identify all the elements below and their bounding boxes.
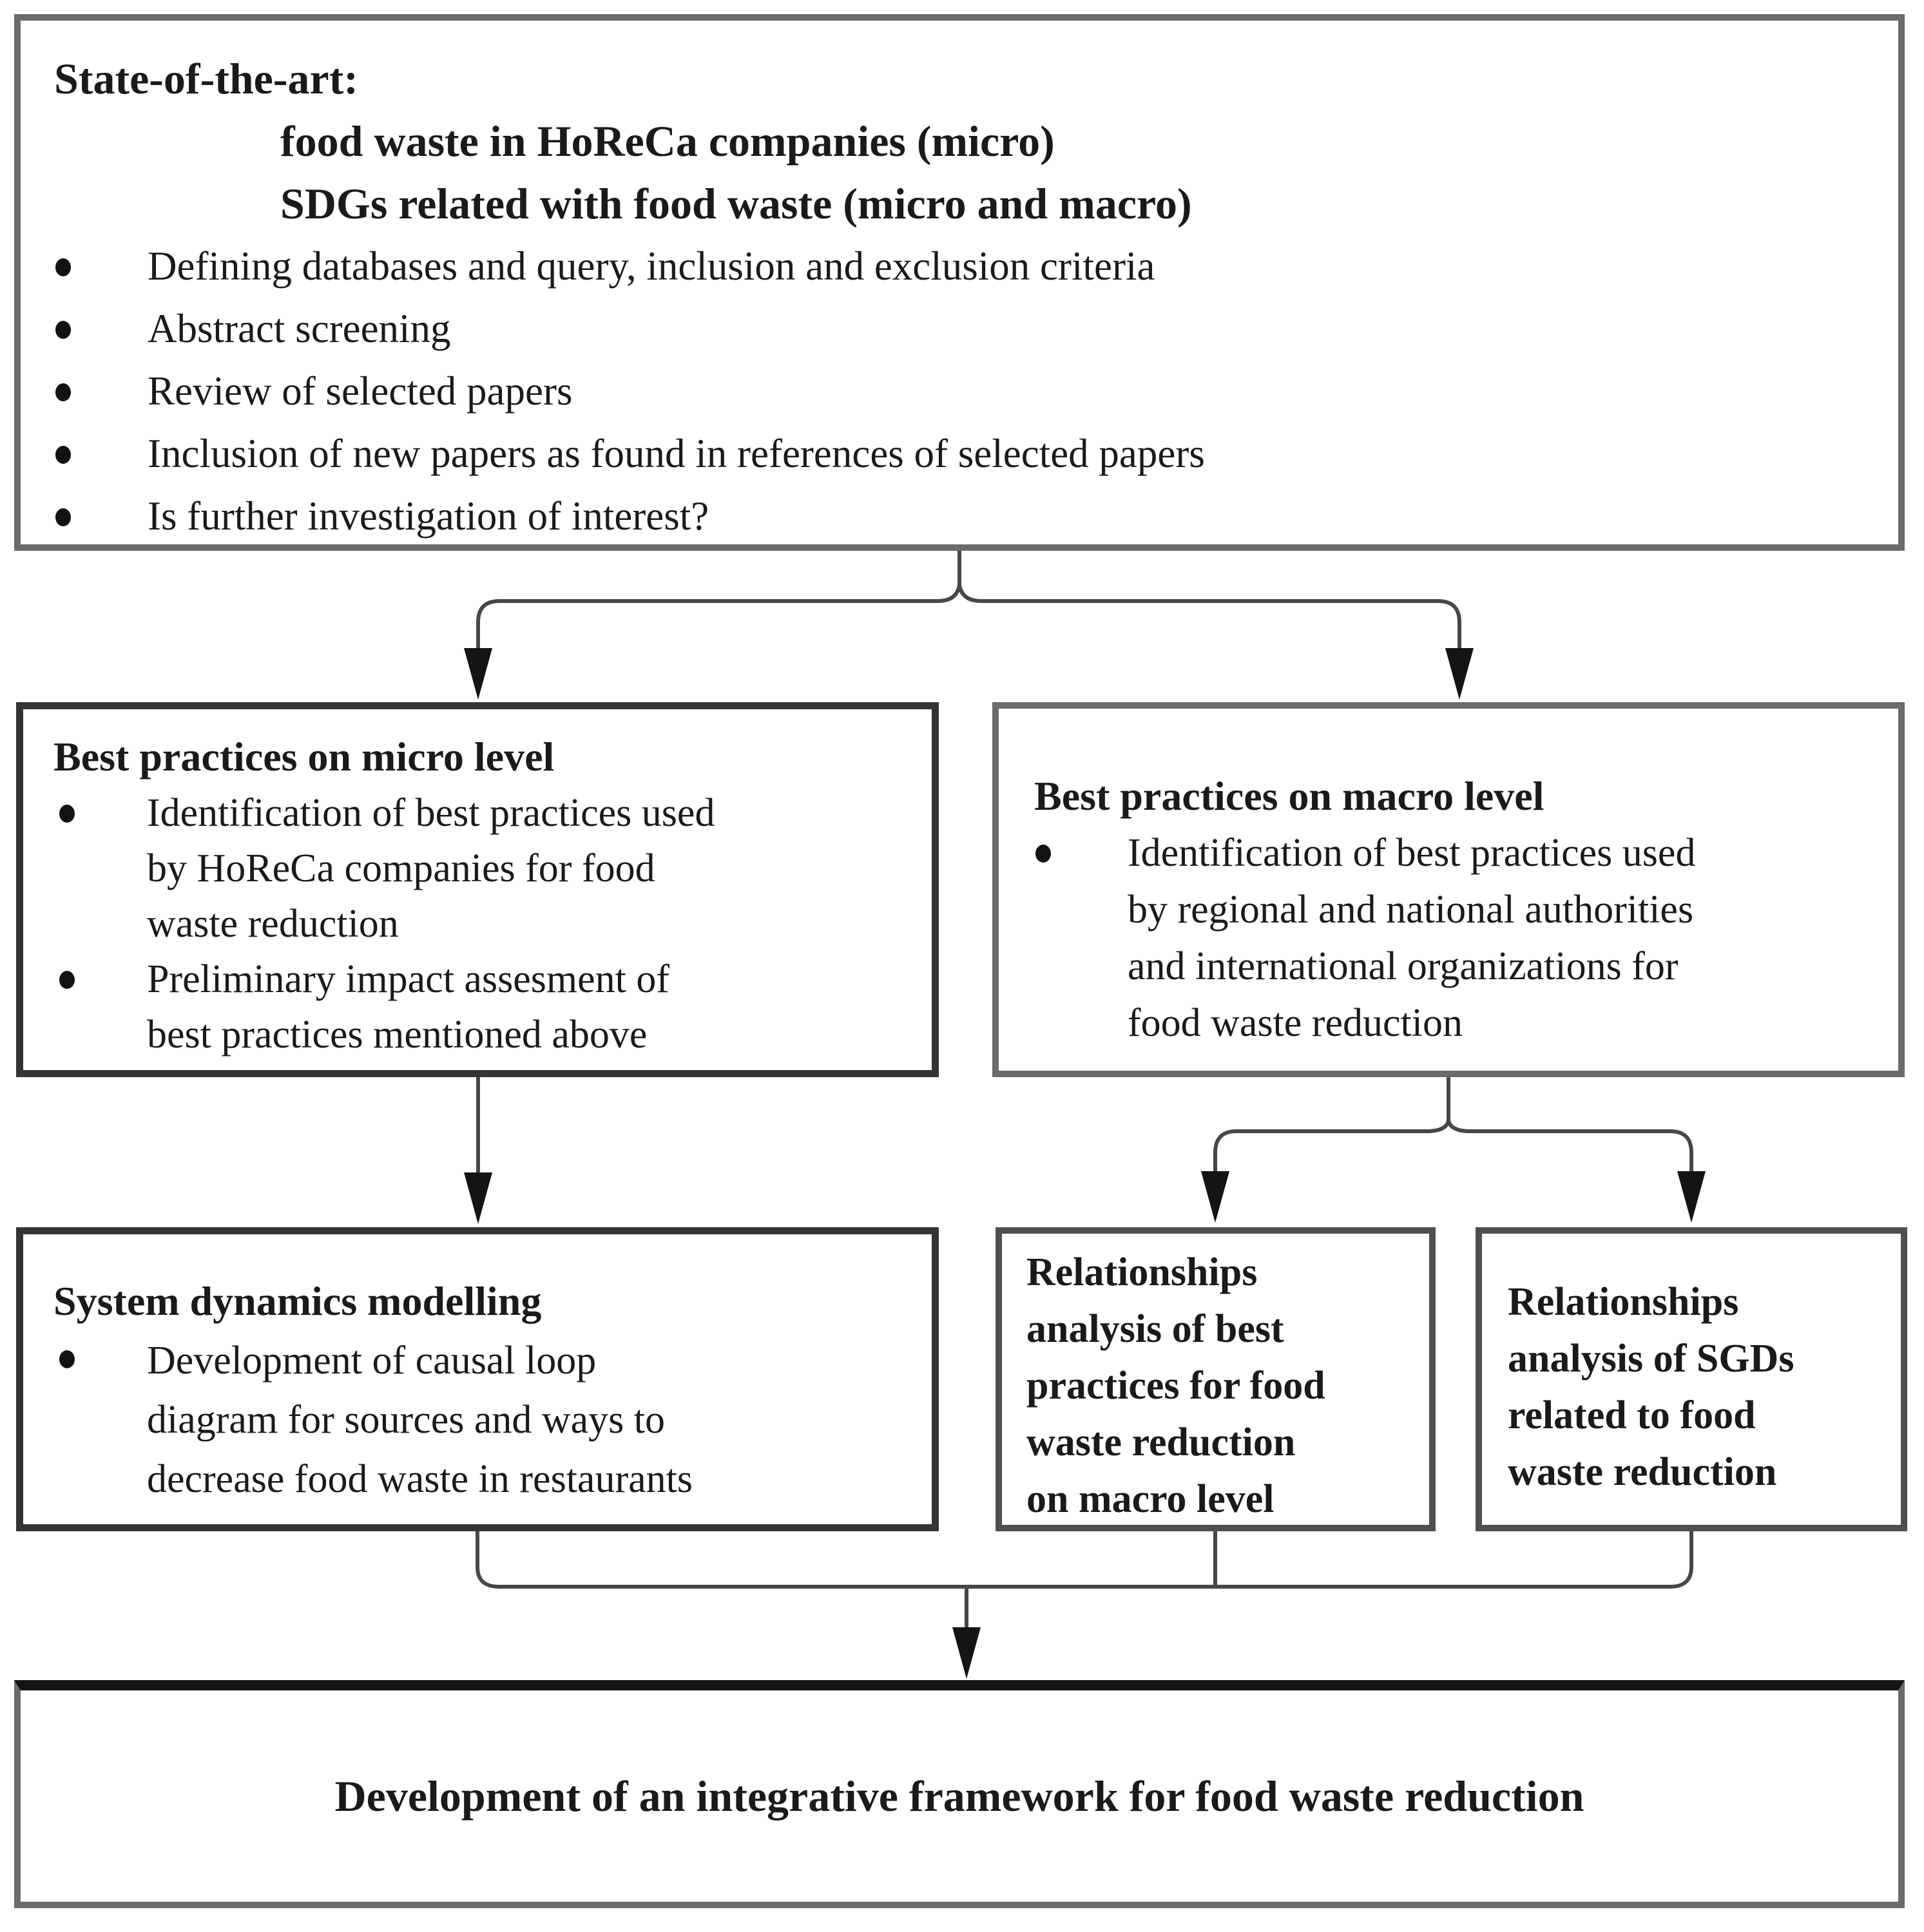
- bullet-icon: [59, 1350, 75, 1368]
- bullet-item: Inclusion of new papers as found in refe…: [54, 423, 1872, 485]
- bullet-text: Defining databases and query, inclusion …: [148, 244, 1155, 289]
- box-subtitle: SDGs related with food waste (micro and …: [280, 179, 1192, 228]
- connector-merge-left: [476, 1530, 499, 1589]
- bullet-text: Identification of best practices used by…: [1128, 831, 1696, 1045]
- connector-top-split-right: [957, 584, 1461, 652]
- bullet-item: Abstract screening: [54, 298, 1872, 360]
- bullet-item: Preliminary impact assesment of best pra…: [53, 952, 914, 1062]
- bullet-list: Defining databases and query, inclusion …: [54, 235, 1872, 544]
- integrative-framework-box: Development of an integrative framework …: [14, 1680, 1905, 1908]
- bullet-item: Defining databases and query, inclusion …: [54, 235, 1872, 298]
- arrowhead-to-rel-macro: [1201, 1171, 1229, 1223]
- best-practices-macro-box: Best practices on macro level Identifica…: [992, 702, 1905, 1077]
- arrowhead-to-sdm: [464, 1172, 492, 1224]
- bullet-item: Review of selected papers: [54, 360, 1872, 423]
- box-title: Best practices on macro level: [1034, 773, 1544, 819]
- connector-macro-split-left: [1213, 1120, 1450, 1175]
- bullet-text: Development of causal loop diagram for s…: [147, 1339, 693, 1501]
- bullet-text: Inclusion of new papers as found in refe…: [148, 431, 1205, 476]
- bullet-icon: [59, 971, 75, 989]
- box-subtitle: food waste in HoReCa companies (micro): [280, 117, 1055, 166]
- bullet-icon: [55, 258, 71, 276]
- bullet-icon: [55, 446, 71, 464]
- box-title: System dynamics modelling: [53, 1278, 542, 1324]
- bullet-item: Is further investigation of interest?: [54, 485, 1872, 544]
- bullet-item: Identification of best practices used by…: [1034, 825, 1874, 1051]
- bullet-text: Identification of best practices used by…: [147, 791, 715, 946]
- box-title: State-of-the-art:: [54, 54, 358, 103]
- connector-top-split-left: [476, 584, 961, 652]
- bullet-item: Development of causal loop diagram for s…: [53, 1331, 914, 1509]
- bullet-list: Identification of best practices used by…: [1034, 825, 1874, 1051]
- box-title: Best practices on micro level: [53, 734, 555, 779]
- bullet-icon: [59, 805, 75, 823]
- box-text: Relationships analysis of SGDs related t…: [1508, 1280, 1794, 1494]
- bullet-text: Review of selected papers: [148, 368, 573, 414]
- bullet-icon: [55, 383, 71, 401]
- arrowhead-to-micro: [464, 648, 492, 700]
- connector-macro-split-right: [1447, 1120, 1693, 1175]
- bullet-icon: [55, 508, 71, 526]
- box-text: Development of an integrative framework …: [334, 1771, 1584, 1821]
- bullet-icon: [55, 321, 71, 339]
- arrowhead-to-macro: [1445, 648, 1474, 700]
- bullet-text: Is further investigation of interest?: [148, 493, 709, 539]
- arrowhead-to-bottom: [952, 1627, 981, 1679]
- arrowhead-to-rel-sgd: [1677, 1171, 1706, 1223]
- bullet-item: Identification of best practices used by…: [53, 785, 914, 952]
- state-of-the-art-box: State-of-the-art: food waste in HoReCa c…: [14, 14, 1905, 551]
- bullet-text: Abstract screening: [148, 306, 451, 351]
- bullet-list: Identification of best practices used by…: [53, 785, 914, 1062]
- bullet-text: Preliminary impact assesment of best pra…: [147, 957, 669, 1057]
- connector-merge-right: [1669, 1530, 1693, 1589]
- relationships-sgd-box: Relationships analysis of SGDs related t…: [1476, 1227, 1907, 1531]
- box-text: Relationships analysis of best practices…: [1026, 1250, 1325, 1521]
- system-dynamics-box: System dynamics modelling Development of…: [16, 1227, 939, 1531]
- best-practices-micro-box: Best practices on micro level Identifica…: [16, 702, 939, 1077]
- bullet-list: Development of causal loop diagram for s…: [53, 1331, 914, 1509]
- relationships-macro-box: Relationships analysis of best practices…: [996, 1227, 1436, 1531]
- bullet-icon: [1035, 845, 1051, 863]
